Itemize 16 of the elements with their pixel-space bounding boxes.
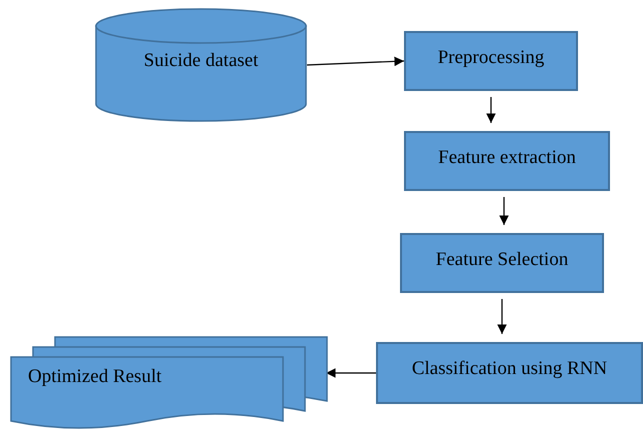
node-label: Preprocessing	[436, 47, 546, 69]
arrow	[326, 368, 376, 378]
node-label: Optimized Result	[28, 366, 162, 388]
node-label: Classification using RNN	[410, 358, 608, 380]
node-label: Suicide dataset	[142, 50, 260, 72]
arrow	[499, 197, 509, 225]
database-cylinder	[95, 8, 307, 122]
arrow	[486, 97, 496, 123]
arrow	[497, 299, 507, 334]
process-box	[404, 131, 610, 191]
node-label: Feature extraction	[437, 147, 577, 169]
arrow	[306, 56, 404, 66]
process-box	[376, 342, 643, 404]
process-box	[400, 233, 604, 293]
process-box	[404, 31, 578, 91]
node-label: Feature Selection	[434, 249, 570, 271]
